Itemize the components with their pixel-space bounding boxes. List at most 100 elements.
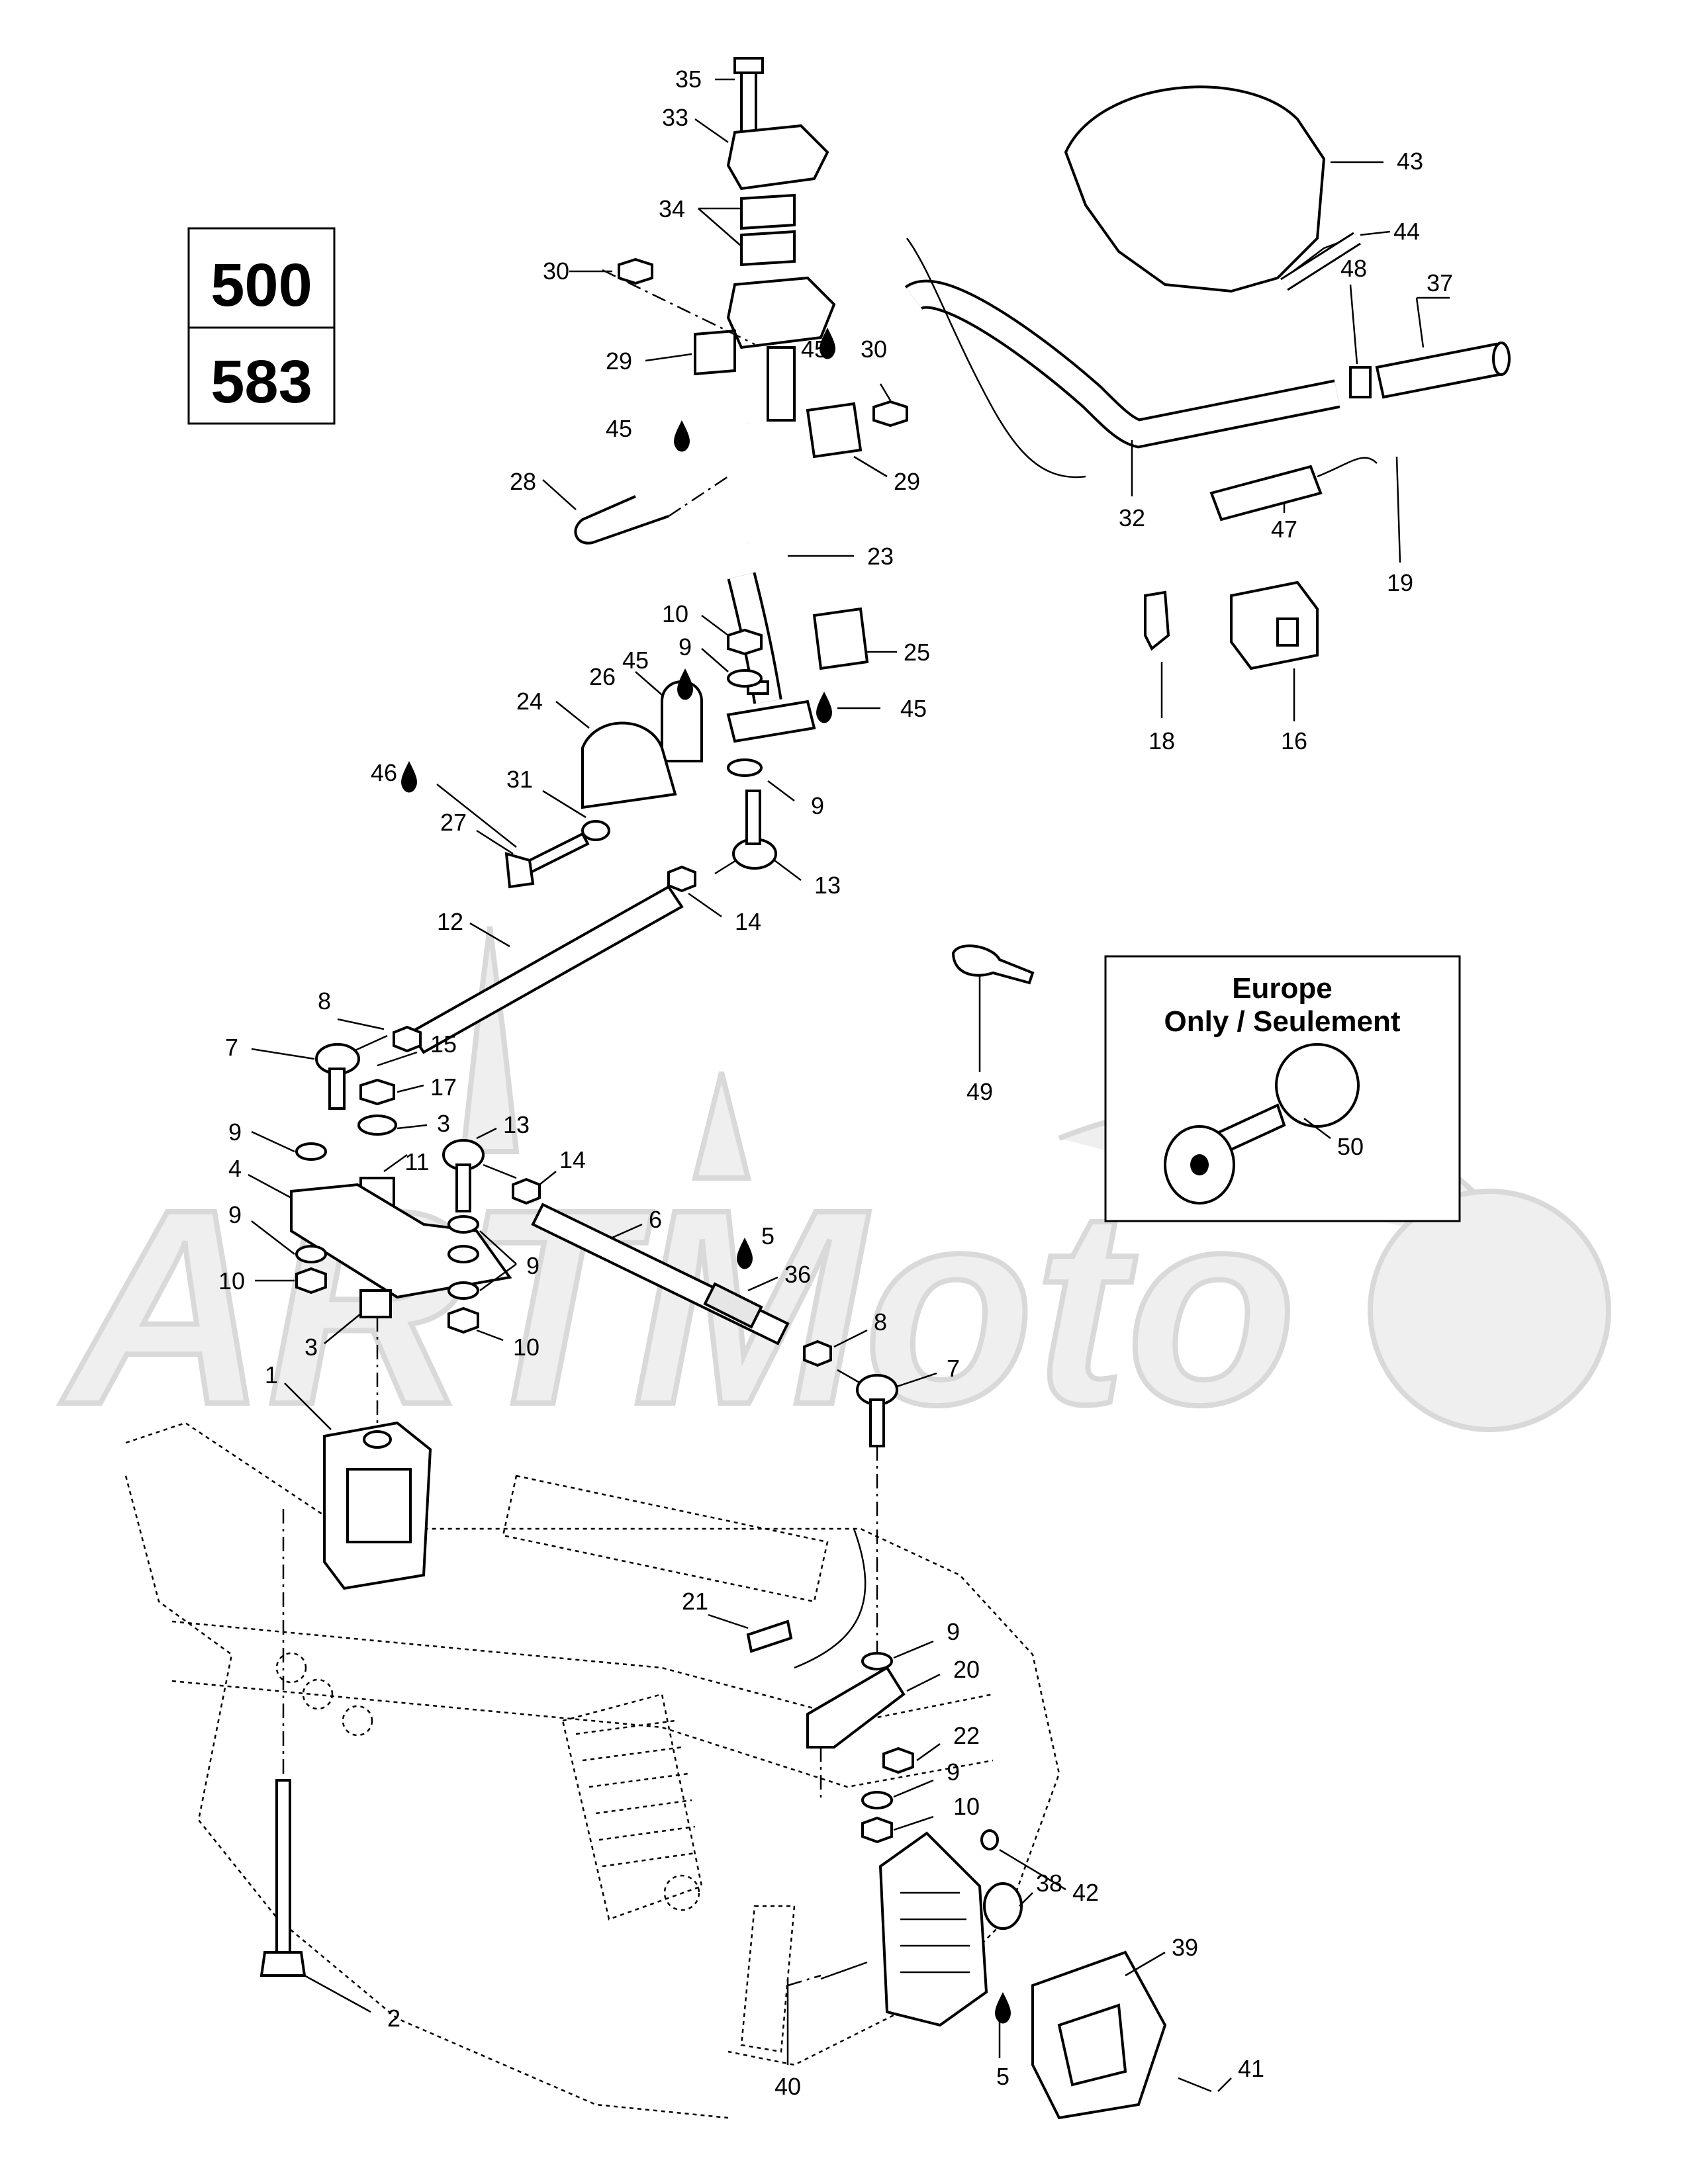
shock-spring [575,1719,696,1868]
leader-9e-1 [479,1230,517,1265]
grip-heater-47 [1209,465,1323,522]
leader-14a [688,892,722,918]
frame-bushing-4 [663,1874,700,1911]
part-label-13a: 13 [814,872,841,899]
handlebar-32 [906,282,1340,446]
leader-7b [896,1372,937,1388]
clamp-bushing-lower [740,230,796,267]
part-label-9g: 9 [947,1758,960,1786]
part-label-10c: 10 [513,1334,539,1361]
model-box: 500 583 [187,227,336,425]
top-bolt-head [733,57,764,74]
part-label-28: 28 [510,468,536,495]
boot-plate-39-window [1057,2003,1127,2087]
ball-joint-7-thread [350,1034,388,1054]
steering-column-top [767,346,796,422]
part-label-14b: 14 [559,1146,586,1173]
leader-37b [1415,297,1425,348]
drop-icon-45b [674,420,690,452]
part-label-29b: 29 [894,468,920,495]
steering-column-upper-tube [737,417,778,549]
part-label-4: 4 [228,1155,242,1182]
part-label-38: 38 [1036,1870,1062,1897]
part-label-44: 44 [1393,218,1420,245]
leader-30b [879,383,892,401]
part-label-48: 48 [1340,255,1367,282]
europe-only-box: Europe Only / Seulement [1104,955,1461,1222]
horn-bulb [1275,1043,1360,1128]
part-label-15: 15 [430,1030,457,1058]
steering-boot-folds [900,1891,970,1974]
nut-22 [882,1747,914,1774]
frame-post [740,1905,796,2053]
leader-22 [916,1743,941,1762]
clamp-24 [581,721,677,809]
leader-44 [1360,230,1391,236]
bolt-27-shank [521,832,590,876]
connector-16 [1230,580,1319,670]
ball-joint-7-lower-stud [869,1398,885,1447]
bushing-29-right [806,402,863,459]
part-label-1: 1 [265,1361,278,1388]
leader-31 [542,790,586,819]
frame-bushing-1 [275,1652,307,1684]
leader-15 [377,1051,418,1067]
u-bolt [574,495,669,545]
leader-28 [542,479,577,510]
leader-48 [1349,284,1358,365]
frame-rail-2 [171,1680,994,1788]
washer-3-top [357,1115,397,1136]
part-label-11: 11 [404,1148,429,1175]
part-label-41: 41 [1238,2055,1264,2082]
leader-3a [397,1124,428,1130]
part-label-22: 22 [953,1722,980,1749]
drop-icon-5b [995,1992,1011,2024]
lube-markers [401,328,1011,2024]
model-number-583: 583 [211,348,312,416]
watermark: ARTMoto [55,926,1611,1465]
u-bolt-axis [668,475,729,518]
leader-46 [436,784,517,848]
frame-bushing-3 [342,1705,373,1737]
nut-30-left [618,257,653,285]
frame-curve [794,1528,867,1669]
part-label-6: 6 [649,1206,662,1233]
leader-10a [701,615,729,636]
nut-14-lower [512,1177,541,1205]
shock-absorber [561,1693,703,1921]
leader-27 [476,829,514,855]
leader-12 [469,922,510,948]
drop-icon-45a [820,328,835,359]
part-label-16: 16 [1281,727,1307,754]
washer-9-mid [727,758,763,777]
tie-rod-adjuster-36 [703,1282,763,1329]
part-label-9a: 9 [679,633,692,660]
leader-9c [251,1130,295,1153]
washer-42 [980,1829,999,1850]
washer-9-arm-bottom [295,1245,327,1263]
leader-19 [1395,456,1401,563]
part-label-47: 47 [1271,516,1297,543]
leader-29a [645,353,692,362]
leader-4 [248,1173,292,1199]
part-label-45d: 45 [900,695,927,722]
rivet-40 [820,1961,868,1980]
bolt-27-head [504,852,535,889]
part-label-43: 43 [1397,148,1423,175]
leader-42 [999,1848,1066,1891]
leader-9b [767,780,795,801]
leader-9a [701,648,729,672]
part-label-5a: 5 [761,1222,774,1250]
leader-29b [853,455,888,478]
part-label-9b: 9 [811,792,824,819]
horn-bell-opening [1190,1154,1209,1175]
part-label-45c: 45 [622,647,649,674]
leader-10c [476,1329,504,1342]
leader-9e-2 [479,1263,517,1292]
part-label-32: 32 [1119,504,1145,531]
handlebar-clamp-cap [726,124,829,191]
long-bolt-shank [275,1779,291,1954]
part-label-33: 33 [662,104,688,131]
cable-tie-49 [951,944,1035,985]
